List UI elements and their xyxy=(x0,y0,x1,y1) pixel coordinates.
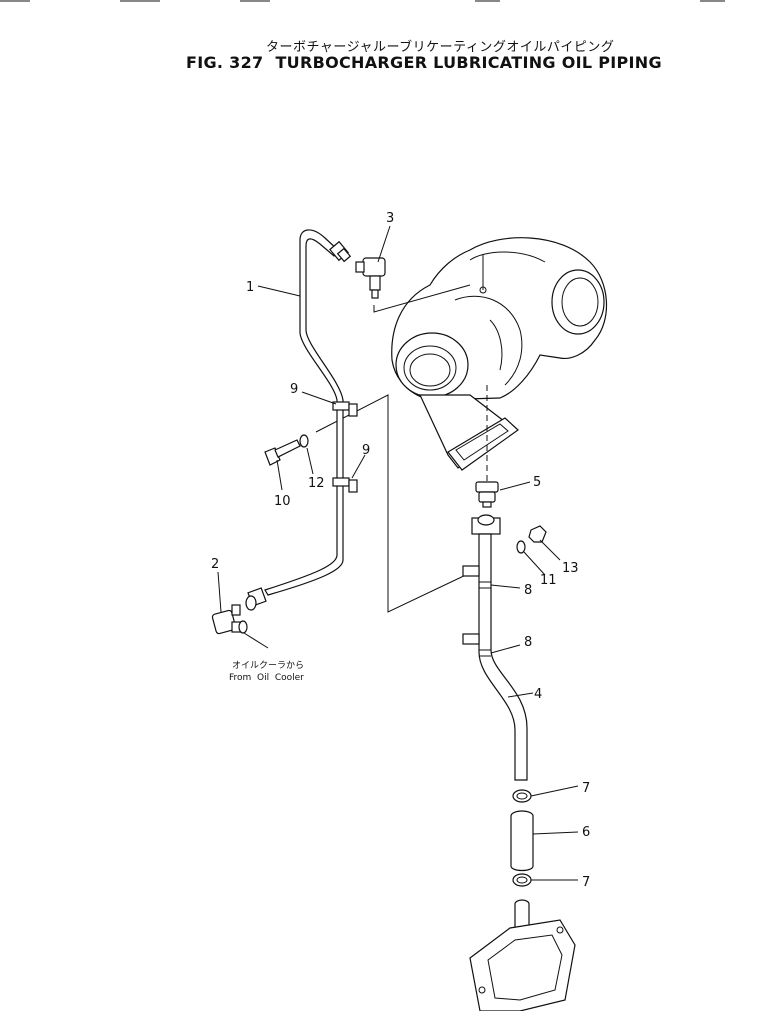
nut-13 xyxy=(528,525,547,543)
callout-6: 6 xyxy=(582,825,590,840)
elbow-fitting-3 xyxy=(355,257,386,299)
washer-12 xyxy=(299,434,309,448)
hose-clamp-7-top xyxy=(512,789,532,803)
figure-number: FIG. 327 xyxy=(186,53,264,72)
callout-13: 13 xyxy=(562,561,579,576)
hose-clamp-7-bottom xyxy=(512,873,532,887)
callout-4: 4 xyxy=(534,687,542,702)
callout-2: 2 xyxy=(211,557,219,572)
title-japanese: ターボチャージャルーブリケーティングオイルパイピング xyxy=(266,40,615,55)
connector-5 xyxy=(475,481,499,508)
callout-1: 1 xyxy=(246,280,254,295)
leader-lines xyxy=(217,225,579,881)
inlet-pipe-1 xyxy=(245,229,358,611)
turbocharger xyxy=(391,237,607,485)
callout-labels: 1 2 3 4 5 6 7 7 8 8 9 9 10 11 12 13 xyxy=(211,211,590,890)
note-japanese: オイルクーラから xyxy=(232,660,304,671)
elbow-fitting-2 xyxy=(211,604,248,635)
washer-11 xyxy=(516,540,526,554)
rubber-hose-6 xyxy=(510,810,534,872)
callout-7-top: 7 xyxy=(582,781,590,796)
return-pipe-4 xyxy=(462,514,528,781)
callout-10: 10 xyxy=(274,494,291,509)
engine-return-flange xyxy=(469,899,576,1011)
callout-7-bottom: 7 xyxy=(582,875,590,890)
callout-8-bottom: 8 xyxy=(524,635,532,650)
callout-3: 3 xyxy=(386,211,394,226)
callout-8-top: 8 xyxy=(524,583,532,598)
bolt-10 xyxy=(264,439,301,466)
figure-title: FIG. 327 TURBOCHARGER LUBRICATING OIL PIP… xyxy=(186,53,662,72)
callout-9-top: 9 xyxy=(290,382,298,397)
callout-11: 11 xyxy=(540,573,557,588)
figure-title-text: TURBOCHARGER LUBRICATING OIL PIPING xyxy=(275,53,662,72)
callout-5: 5 xyxy=(533,475,541,490)
note-from-oil-cooler: From Oil Cooler xyxy=(229,673,304,683)
callout-12: 12 xyxy=(308,476,325,491)
callout-9-bottom: 9 xyxy=(362,443,370,458)
